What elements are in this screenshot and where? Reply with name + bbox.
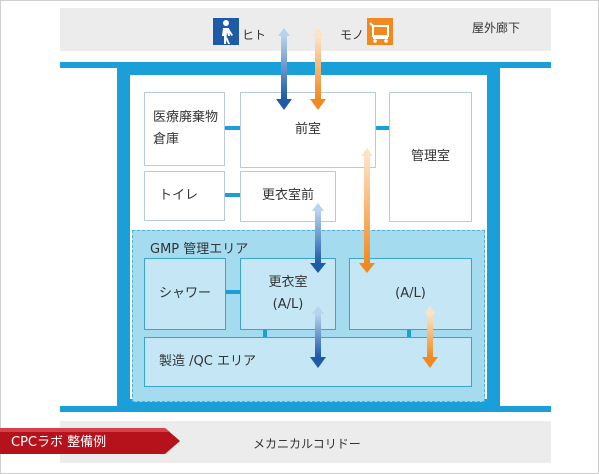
mechanical-corridor-label: メカニカルコリドー [253,437,361,451]
connector [225,126,241,130]
building-wall-right [487,62,500,412]
gmp-area-label: GMP 管理エリア [150,242,249,257]
outdoor-corridor-label: 屋外廊下 [472,21,521,35]
building-wall-left [117,62,130,412]
goods-arrow-entry [310,28,326,110]
example-tag-label: CPCラボ 整備例 [11,434,106,450]
building-wall-bottom [117,399,500,412]
anteroom: 前室 [240,92,376,168]
connector [375,126,390,130]
legend-goods-label: モノ [340,28,365,42]
connector [224,290,241,294]
legend-person-label: ヒト [242,28,267,42]
airlock-room: (A/L) [349,258,472,330]
walking-person-icon [213,18,239,45]
person-arrow-changing [310,203,326,273]
cart-icon [367,18,393,45]
toilet: トイレ [144,171,225,221]
goods-arrow-airlock [359,148,375,273]
goods-arrow-production [422,306,438,368]
building-wall-top [117,62,500,75]
manufacturing-qc-area: 製造 /QC エリア [144,337,472,387]
shower-room: シャワー [144,258,226,330]
medical-waste-storage: 医療廃棄物倉庫 [144,92,225,166]
outdoor-corridor [60,8,551,51]
connector [407,329,411,338]
connector [225,193,241,197]
management-room: 管理室 [389,92,472,222]
example-tag: CPCラボ 整備例 [0,428,180,454]
connector [263,329,267,338]
person-arrow-production [310,306,326,368]
person-arrow-entry [276,28,292,110]
